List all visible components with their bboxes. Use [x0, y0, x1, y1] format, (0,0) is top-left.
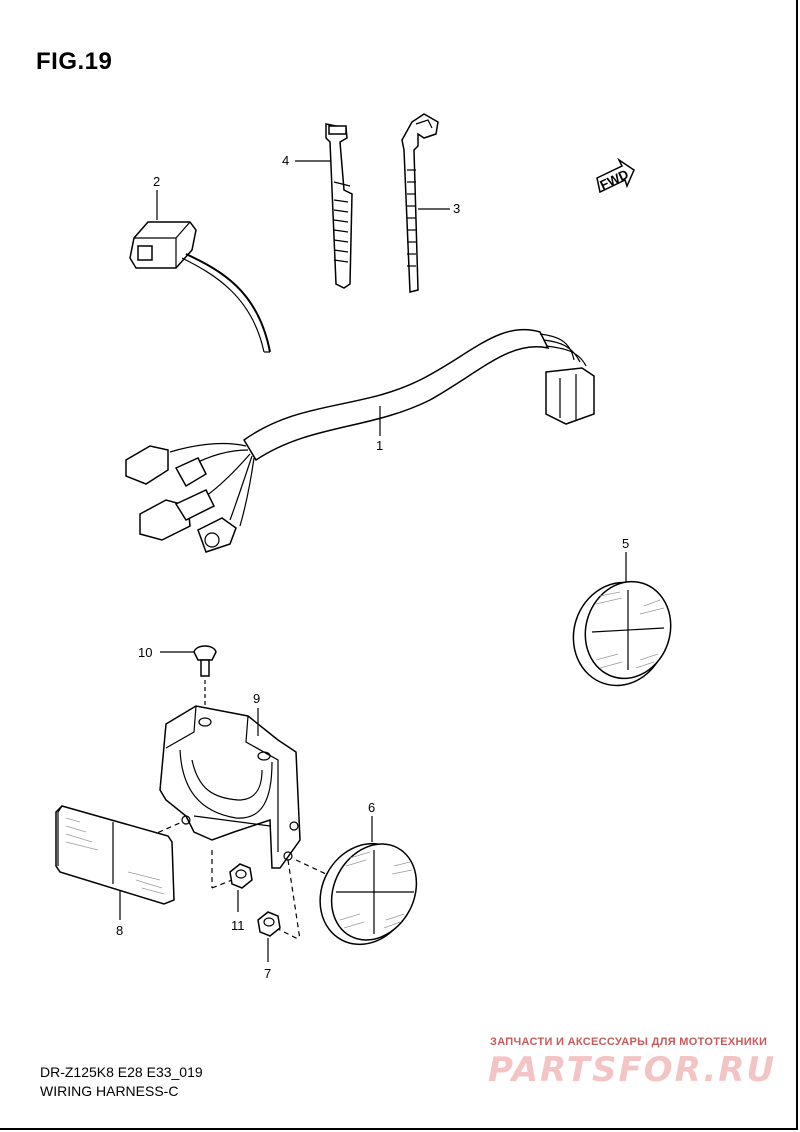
fwd-arrow: FWD — [596, 157, 635, 194]
part-label-8: 8 — [116, 923, 123, 938]
part-label-9: 9 — [253, 691, 260, 706]
fwd-label: FWD — [598, 166, 631, 192]
part-label-11: 11 — [231, 918, 245, 933]
watermark-logo: PARTSFOR.RU — [488, 1050, 777, 1090]
part-10-screw[interactable] — [193, 645, 217, 677]
part-3-clamp-band[interactable] — [401, 113, 439, 293]
part-label-4: 4 — [282, 153, 289, 168]
part-6-round-reflector[interactable] — [303, 827, 433, 960]
part-7-nut[interactable] — [257, 911, 281, 937]
part-label-10: 10 — [138, 645, 152, 660]
part-11-nut[interactable] — [229, 863, 253, 889]
part-label-5: 5 — [622, 536, 629, 551]
part-label-6: 6 — [368, 800, 375, 815]
part-4-cable-tie[interactable] — [325, 123, 353, 289]
part-label-3: 3 — [453, 201, 460, 216]
section-name: WIRING HARNESS-C — [40, 1083, 179, 1099]
part-label-7: 7 — [264, 966, 271, 981]
part-2-connector[interactable] — [129, 221, 271, 353]
part-8-rect-reflector[interactable] — [55, 805, 175, 905]
part-5-round-reflector[interactable] — [560, 570, 683, 697]
part-label-1: 1 — [376, 438, 383, 453]
part-1-wiring-harness[interactable] — [125, 328, 595, 553]
watermark-tagline: ЗАПЧАСТИ И АКСЕССУАРЫ ДЛЯ МОТОТЕХНИКИ — [490, 1036, 768, 1048]
part-label-2: 2 — [153, 174, 160, 189]
model-code: DR-Z125K8 E28 E33_019 — [40, 1064, 203, 1080]
figure-title: FIG.19 — [36, 48, 113, 75]
part-9-bracket[interactable] — [159, 705, 301, 869]
assembly-guide-lines — [149, 821, 327, 941]
